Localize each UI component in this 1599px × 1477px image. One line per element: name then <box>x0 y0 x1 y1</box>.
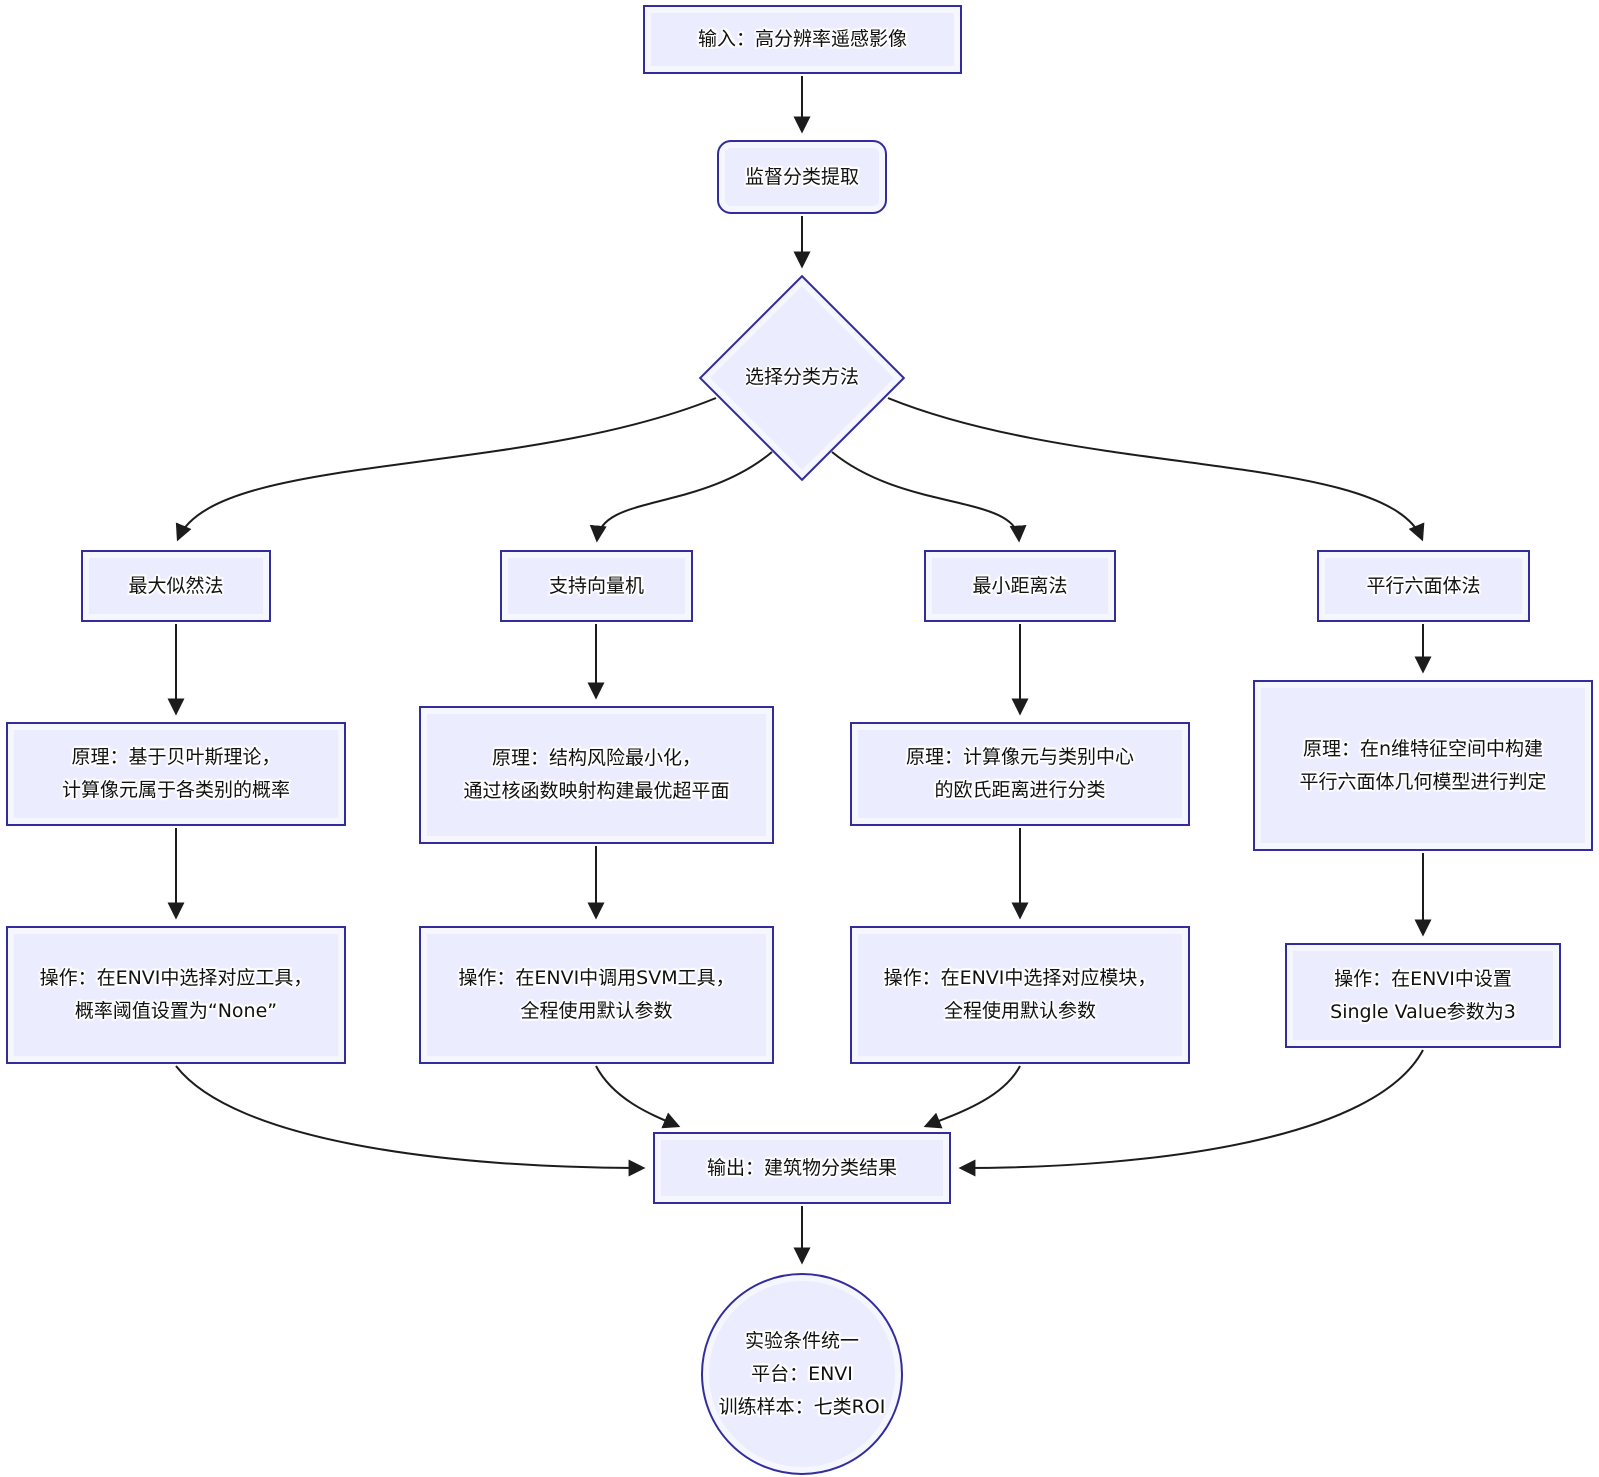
node-operation-minimum-distance: 操作：在ENVI中选择对应模块， 全程使用默认参数 <box>850 926 1190 1064</box>
node-principle-parallelepiped: 原理：在n维特征空间中构建 平行六面体几何模型进行判定 <box>1253 680 1593 851</box>
node-operation-maximum-likelihood: 操作：在ENVI中选择对应工具， 概率阈值设置为“None” <box>6 926 346 1064</box>
edge-o4-output <box>958 1049 1424 1177</box>
edge-decision-m4 <box>887 397 1425 542</box>
node-method-maximum-likelihood: 最大似然法 <box>81 550 271 622</box>
node-supervised-classification: 监督分类提取 <box>717 140 887 214</box>
edge-o3-output <box>923 1065 1021 1129</box>
node-output-result: 输出：建筑物分类结果 <box>653 1132 951 1204</box>
node-operation-svm: 操作：在ENVI中调用SVM工具， 全程使用默认参数 <box>419 926 774 1064</box>
decision-diamond-label: 选择分类方法 <box>744 366 859 388</box>
node-principle-svm: 原理：结构风险最小化， 通过核函数映射构建最优超平面 <box>419 706 774 844</box>
edge-decision-m1 <box>175 397 717 542</box>
edge-decision-m2 <box>589 451 773 543</box>
node-operation-parallelepiped: 操作：在ENVI中设置 Single Value参数为3 <box>1285 943 1561 1048</box>
node-input: 输入：高分辨率遥感影像 <box>643 5 962 74</box>
edge-o1-output <box>175 1065 646 1177</box>
edge-decision-m3 <box>831 451 1027 543</box>
node-principle-maximum-likelihood: 原理：基于贝叶斯理论， 计算像元属于各类别的概率 <box>6 722 346 826</box>
edge-o2-output <box>595 1065 681 1129</box>
node-method-svm: 支持向量机 <box>500 550 693 622</box>
node-method-minimum-distance: 最小距离法 <box>924 550 1116 622</box>
node-principle-minimum-distance: 原理：计算像元与类别中心 的欧氏距离进行分类 <box>850 722 1190 826</box>
node-method-parallelepiped: 平行六面体法 <box>1317 550 1530 622</box>
node-experiment-conditions: 实验条件统一 平台：ENVI 训练样本：七类ROI <box>701 1273 903 1475</box>
